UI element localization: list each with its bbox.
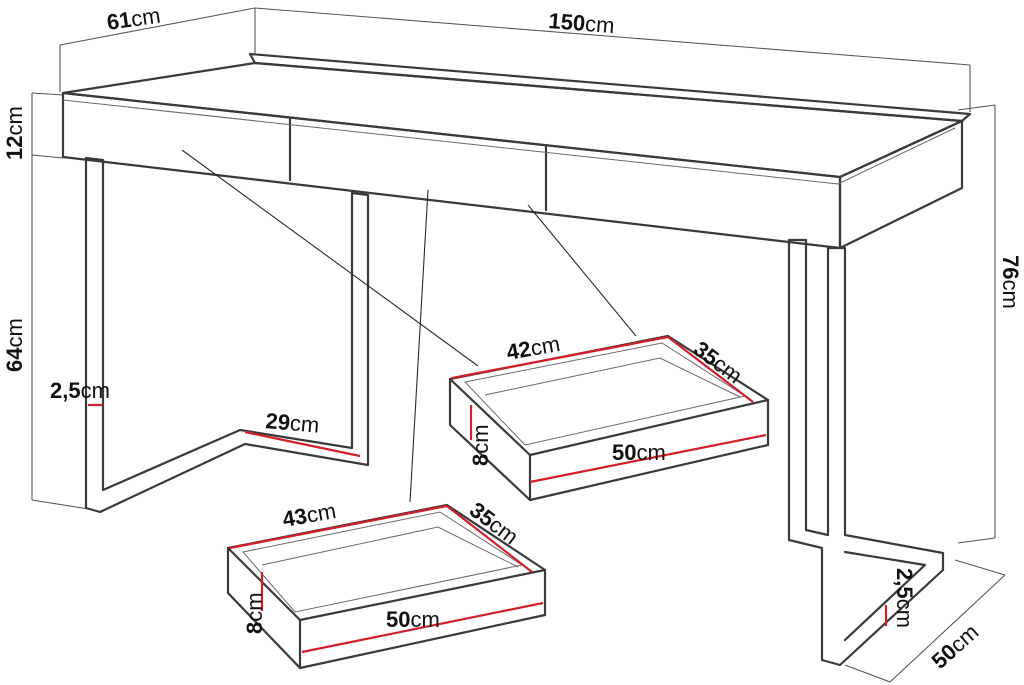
label-leg-height: 64cm [2, 318, 27, 372]
label-drawer-right-height: 8cm [468, 424, 493, 466]
label-leg-foot-left: 29cm [265, 408, 321, 438]
label-drawer-right-width: 42cm [505, 331, 562, 365]
label-leg-thickness-right: 2,5cm [892, 568, 917, 628]
label-foot-depth: 50cm [927, 619, 984, 674]
desk-top [61, 52, 972, 250]
label-total-height: 76cm [998, 255, 1023, 309]
drawer-right [448, 334, 770, 502]
label-top-height: 12cm [2, 106, 27, 160]
label-drawer-left-height: 8cm [242, 592, 267, 634]
label-desk-depth: 61cm [105, 3, 162, 35]
left-leg [84, 156, 370, 514]
label-drawer-left-front: 50cm [386, 607, 440, 632]
label-leg-thickness-left: 2,5cm [50, 378, 110, 403]
label-desk-width: 150cm [548, 8, 616, 38]
right-leg [787, 238, 945, 667]
label-drawer-right-front: 50cm [612, 440, 666, 465]
leader-lines [181, 149, 637, 503]
dimension-lines [31, 7, 1006, 683]
label-drawer-left-width: 43cm [281, 498, 338, 532]
drawer-left [226, 503, 547, 670]
